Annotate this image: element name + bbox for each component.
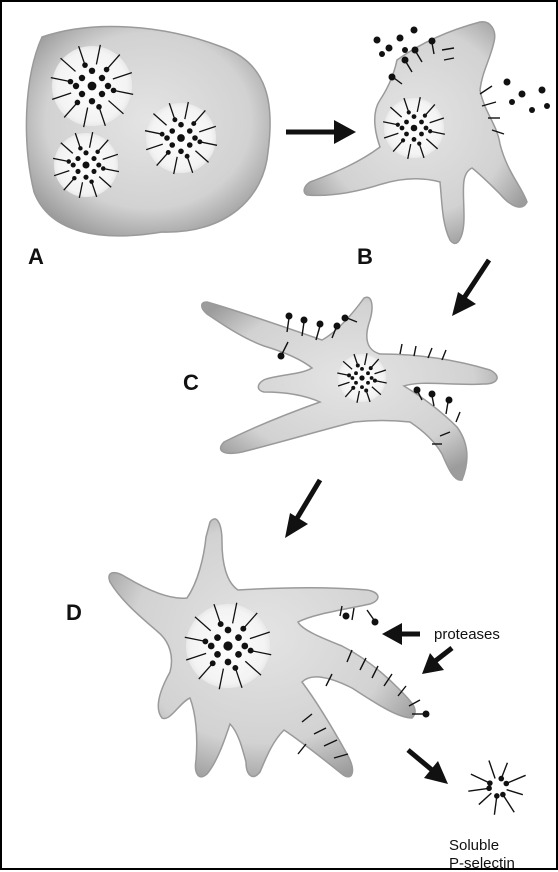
arrow-a-to-b — [286, 120, 356, 144]
soluble-label-line1: Soluble — [449, 837, 499, 854]
protease-arrow-left — [382, 623, 420, 645]
proteases-label: proteases — [434, 626, 500, 643]
panel-label-d: D — [66, 600, 82, 625]
panel-label-b: B — [357, 244, 373, 269]
soluble-p-selectin-molecules — [468, 761, 525, 815]
protease-arrow-diagonal — [422, 648, 452, 674]
soluble-label-line2: P-selectin — [449, 855, 515, 872]
panel-label-c: C — [183, 370, 199, 395]
panel-label-a: A — [28, 244, 44, 269]
arrow-to-soluble — [408, 750, 448, 784]
arrow-c-to-d — [285, 480, 320, 538]
arrow-b-to-c — [452, 260, 489, 316]
